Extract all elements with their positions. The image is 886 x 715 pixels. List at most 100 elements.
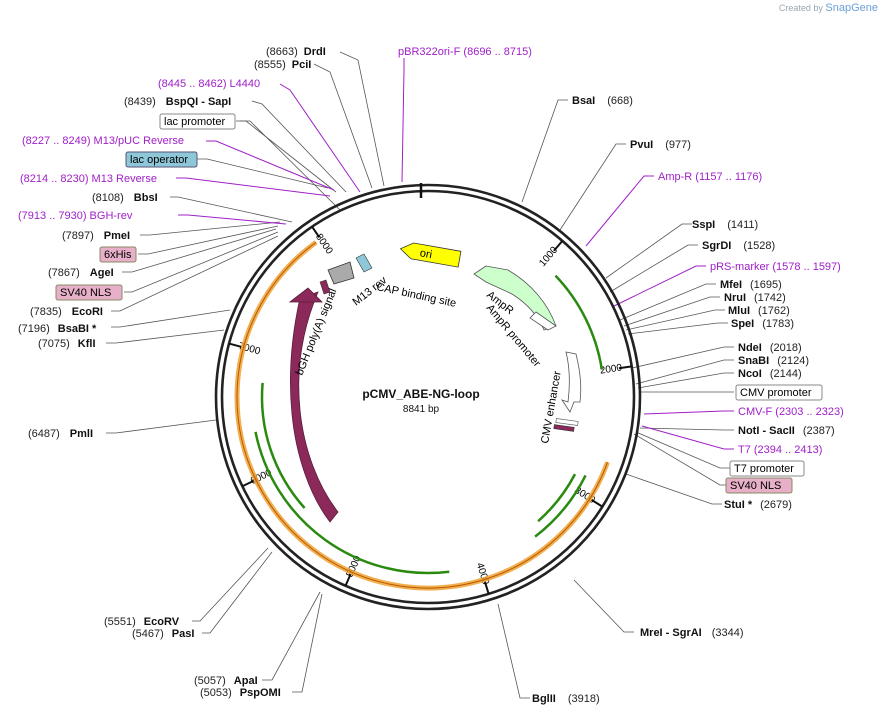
- tick-mark: [590, 498, 603, 508]
- site-name: NotI - SacII: [738, 425, 795, 437]
- primer-label: CMV-F (2303 .. 2323): [738, 406, 844, 418]
- svg-text:(6487)PmlI: (6487)PmlI: [28, 428, 93, 440]
- sv40-nls-box-right: [725, 477, 793, 494]
- right-enzyme-labels: BsaI(668) PvuI(977) SspI(1411) SgrDI(152…: [532, 95, 835, 705]
- plasmid-length: 8841 bp: [403, 404, 440, 415]
- site-pos: (1528): [743, 240, 775, 252]
- svg-text:(5053)PspOMI: (5053)PspOMI: [200, 687, 281, 699]
- svg-text:(7897)PmeI: (7897)PmeI: [62, 230, 130, 242]
- site-pos: (2144): [770, 368, 802, 380]
- primer-label: pRS-marker (1578 .. 1597): [710, 261, 841, 273]
- site-name: MreI - SgrAI: [640, 627, 702, 639]
- credit-prefix: Created by: [778, 3, 823, 13]
- cmv-enhancer-label: CMV enhancer: [539, 370, 564, 445]
- svg-text:(8555)PciI: (8555) PciI: [254, 59, 311, 71]
- site-name: SgrDI: [702, 240, 731, 252]
- boxed-feature-labels: lac promoter lac operator 6xHis SV40 NLS…: [55, 113, 823, 494]
- svg-text:(5551)EcoRV: (5551) EcoRV: [104, 616, 180, 628]
- site-pos: (1762): [758, 305, 790, 317]
- site-name: MfeI: [720, 279, 742, 291]
- 6xhis-box: [99, 246, 137, 263]
- sv40-nls-box-left: [55, 284, 123, 301]
- site-name: BspQI - SapI: [166, 96, 231, 108]
- site-name: PasI: [172, 628, 195, 640]
- snapgene-credit: Created by SnapGene: [779, 2, 878, 14]
- site-pos: (6487): [28, 428, 60, 440]
- site-pos: (1742): [754, 292, 786, 304]
- site-name: EcoRI: [72, 306, 103, 318]
- site-pos: (2679): [760, 499, 792, 511]
- site-pos: (2387): [803, 425, 835, 437]
- site-pos: (1783): [762, 318, 794, 330]
- primer-label: T7 (2394 .. 2413): [738, 444, 822, 456]
- site-pos: (5467): [132, 628, 164, 640]
- site-name: MluI: [728, 305, 750, 317]
- site-pos: (7867): [48, 267, 80, 279]
- primer-label: (7913 .. 7930) BGH-rev: [18, 210, 133, 222]
- plasmid-name: pCMV_ABE-NG-loop: [362, 387, 479, 401]
- ori-label: ori: [419, 247, 433, 261]
- svg-text:MreI - SgrAI(3344): MreI - SgrAI (3344): [640, 627, 744, 639]
- svg-text:SgrDI(1528): SgrDI (1528): [702, 240, 775, 252]
- backbone-inner: [220, 189, 636, 605]
- feature-box-label: CMV promoter: [740, 387, 812, 399]
- site-pos: (977): [665, 139, 691, 151]
- primer-labels: pBR322ori-F (8696 .. 8715) (8445 .. 8462…: [18, 46, 844, 456]
- green-arrow-right: [537, 473, 577, 523]
- primer-label: Amp-R (1157 .. 1176): [658, 171, 762, 183]
- green-arrow-top-right: [554, 274, 604, 370]
- tick-mark: [311, 226, 321, 239]
- tick-mark: [618, 365, 632, 370]
- svg-text:NdeI(2018): NdeI(2018): [738, 342, 802, 354]
- site-name: BbsI: [134, 192, 158, 204]
- site-name: AgeI: [90, 267, 114, 279]
- svg-text:PvuI(977): PvuI(977): [630, 139, 691, 151]
- site-name: BsaI: [572, 95, 595, 107]
- svg-text:SnaBI(2124): SnaBI(2124): [738, 355, 809, 367]
- cap-label: CAP binding site: [375, 281, 457, 310]
- svg-text:(7867)AgeI: (7867) AgeI: [48, 267, 114, 279]
- site-name: PciI: [292, 59, 312, 71]
- site-pos: (8555): [254, 59, 286, 71]
- site-pos: (8439): [124, 96, 156, 108]
- site-name: StuI *: [724, 499, 753, 511]
- tick-mark: [553, 240, 564, 252]
- site-name: DrdI: [304, 46, 326, 58]
- feature-box-label: lac operator: [130, 154, 188, 166]
- svg-text:(8439)BspQI - SapI: (8439) BspQI - SapI: [124, 96, 231, 108]
- site-name: PspOMI: [240, 687, 281, 699]
- svg-text:(7835)EcoRI: (7835)EcoRI: [30, 306, 103, 318]
- site-name: KflI: [78, 338, 96, 350]
- tick-label: 2000: [599, 362, 623, 376]
- site-pos: (5551): [104, 616, 136, 628]
- site-name: EcoRV: [144, 616, 180, 628]
- tick-mark: [344, 573, 352, 587]
- ampr-promoter-arrow: [529, 311, 557, 331]
- primer-label: (8227 .. 8249) M13/pUC Reverse: [22, 135, 184, 147]
- credit-brand: SnapGene: [825, 2, 878, 14]
- site-pos: (7196): [18, 323, 50, 335]
- site-pos: (3344): [712, 627, 744, 639]
- svg-text:SspI(1411): SspI(1411): [692, 219, 758, 231]
- svg-text:NruI(1742): NruI(1742): [724, 292, 786, 304]
- tick-mark: [483, 581, 490, 595]
- svg-text:(5057)ApaI: (5057)ApaI: [194, 675, 258, 687]
- primer-label: (8214 .. 8230) M13 Reverse: [20, 173, 157, 185]
- svg-text:(8663)DrdI: (8663)DrdI: [266, 46, 326, 58]
- green-arrow-left: [260, 382, 306, 509]
- cas9c-arrow: [290, 291, 339, 523]
- primer-lines: [176, 58, 734, 450]
- svg-text:(8108)BbsI: (8108)BbsI: [92, 192, 158, 204]
- left-enzyme-labels: (8663)DrdI (8555) PciI (8439) BspQI - SapI…: [18, 46, 326, 699]
- feature-box-label: SV40 NLS: [60, 287, 111, 299]
- feature-box-label: lac promoter: [164, 116, 225, 128]
- site-pos: (7897): [62, 230, 94, 242]
- sv40-nls-mark: [553, 424, 575, 432]
- site-pos: (7075): [38, 338, 70, 350]
- svg-text:(7196)BsaBI *: (7196)BsaBI *: [18, 323, 97, 335]
- svg-text:NcoI(2144): NcoI(2144): [738, 368, 802, 380]
- primer-label: pBR322ori-F (8696 .. 8715): [398, 46, 532, 58]
- cas9c-label: Cas9(C): [267, 344, 280, 385]
- svg-text:(5467)PasI: (5467) PasI: [132, 628, 194, 640]
